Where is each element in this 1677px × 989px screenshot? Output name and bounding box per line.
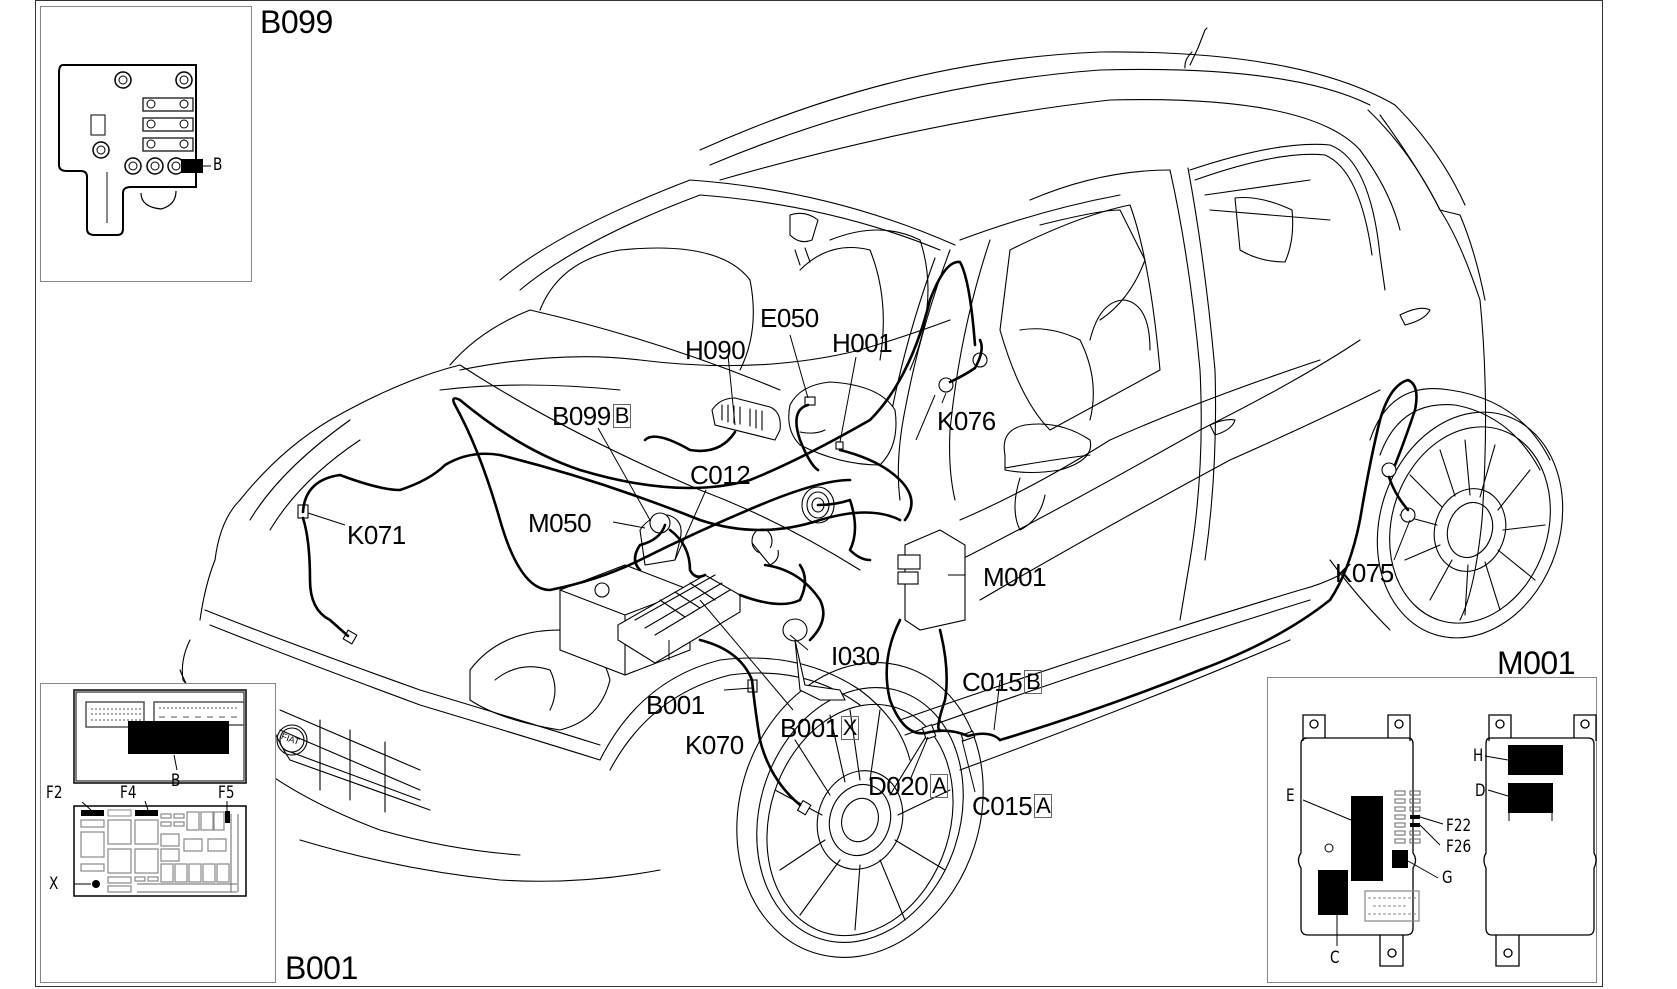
label-text: I030 — [831, 641, 880, 671]
label-h090: H090 — [685, 335, 746, 365]
label-h001: H001 — [832, 328, 893, 358]
label-text: C015 — [962, 667, 1023, 697]
callout-x: X — [49, 874, 59, 894]
label-text: K076 — [937, 406, 996, 436]
label-text: D020 — [868, 771, 929, 801]
b001-drawing — [73, 689, 247, 897]
connector-tag: A — [930, 773, 949, 798]
connector-tag: B — [1024, 669, 1043, 694]
car-body-outline — [179, 27, 1564, 958]
callout-b001-b: B — [171, 771, 181, 791]
label-m001: M001 — [983, 562, 1047, 592]
label-k070: K070 — [685, 732, 744, 758]
connector-tag: A — [1034, 793, 1053, 818]
connector-tag: X — [840, 715, 859, 740]
label-text: C015 — [972, 791, 1033, 821]
diagram-frame — [35, 0, 1603, 987]
pedal-i030 — [782, 618, 846, 701]
label-text: B001 — [780, 713, 839, 743]
label-c012: C012 — [690, 460, 751, 490]
callout-f2: F2 — [46, 783, 63, 803]
label-text: K075 — [1335, 558, 1394, 588]
callout-f22: F22 — [1446, 816, 1472, 836]
module-m001 — [897, 529, 966, 631]
label-text: M050 — [528, 508, 592, 538]
cylinder-component — [751, 528, 779, 566]
label-m050: M050 — [528, 508, 592, 538]
inset-m001: E F22 F26 G C H D — [1267, 677, 1597, 983]
control-unit-h090 — [711, 397, 781, 441]
inset-title-m001: M001 — [1496, 645, 1576, 681]
callout-d: D — [1475, 781, 1486, 801]
label-text: B099 — [552, 401, 611, 431]
callout-g: G — [1442, 868, 1453, 888]
label-b001: B001 — [646, 692, 705, 718]
leader-lines — [307, 334, 1411, 793]
callout-f4: F4 — [120, 783, 137, 803]
label-text: B001 — [646, 690, 705, 720]
m001-drawing — [1297, 714, 1597, 967]
callout-f5: F5 — [218, 783, 235, 803]
components — [297, 352, 1416, 816]
label-k075: K075 — [1335, 560, 1394, 586]
instrument-cluster — [788, 381, 897, 466]
sensor-k076 — [938, 377, 954, 393]
inset-b099: B — [40, 6, 252, 282]
label-k076: K076 — [937, 408, 996, 434]
callout-h: H — [1473, 746, 1484, 766]
label-text: H090 — [685, 335, 746, 365]
label-k071: K071 — [347, 522, 406, 548]
label-text: H001 — [832, 328, 893, 358]
label-e050: E050 — [760, 305, 819, 331]
callout-b099-b: B — [213, 155, 223, 175]
label-text: K071 — [347, 520, 406, 550]
callout-f26: F26 — [1446, 837, 1472, 857]
callout-c: C — [1330, 948, 1340, 968]
label-i030: I030 — [831, 643, 880, 669]
wiring-harness — [301, 260, 1418, 807]
connector-tag: B — [612, 403, 631, 428]
label-text: C012 — [690, 460, 751, 490]
label-text: E050 — [760, 303, 819, 333]
label-text: K070 — [685, 730, 744, 760]
inset-b001: B F2 F4 F5 X — [40, 683, 276, 983]
callout-e: E — [1286, 786, 1295, 806]
b099-drawing — [58, 64, 211, 236]
inset-title-b099: B099 — [260, 4, 333, 40]
label-text: M001 — [983, 562, 1047, 592]
inset-title-b001: B001 — [285, 950, 358, 986]
